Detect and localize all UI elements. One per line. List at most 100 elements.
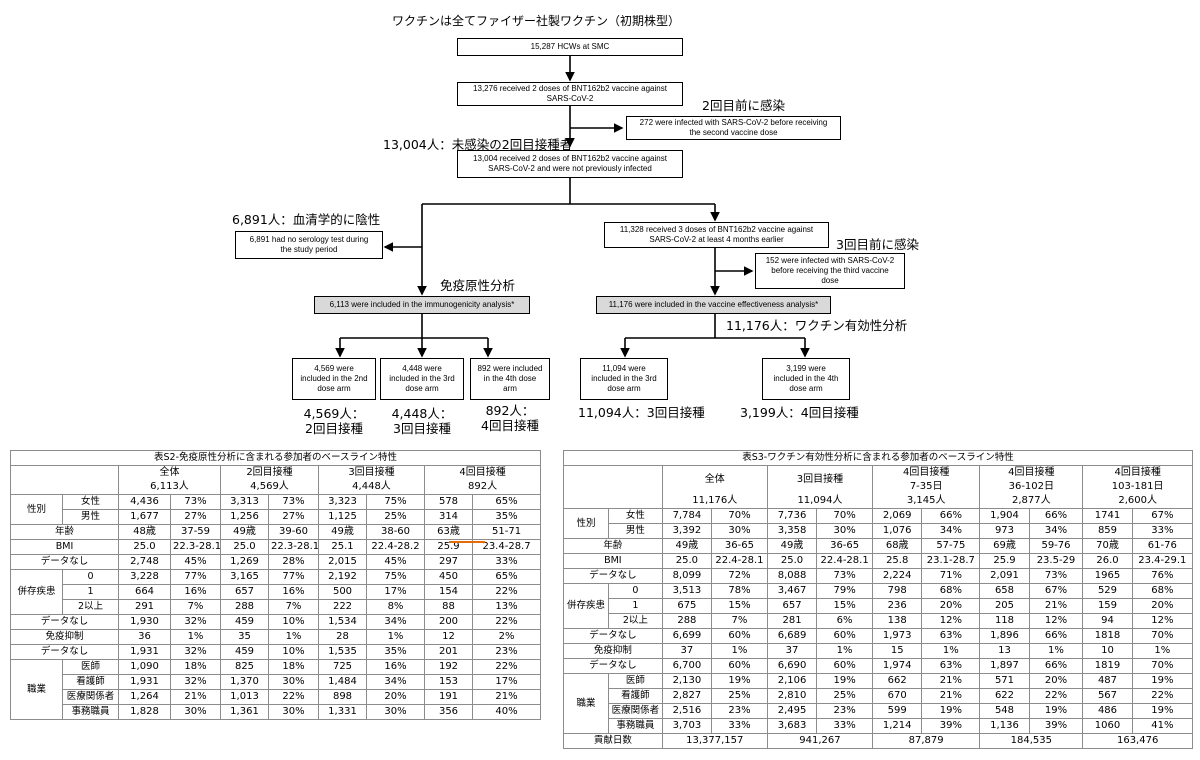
value-cell: 21%	[471, 689, 542, 705]
value-cell: 25.1	[318, 539, 367, 555]
value-cell: 657	[220, 584, 269, 600]
value-cell: 154	[424, 584, 473, 600]
value-cell: 41%	[1131, 718, 1194, 734]
value-cell: 1,828	[118, 704, 171, 720]
value-cell: 1818	[1082, 628, 1133, 644]
value-cell: 1,973	[872, 628, 923, 644]
value-cell: 36-65	[816, 538, 874, 554]
value-cell: 17%	[366, 584, 425, 600]
value-cell: 25%	[366, 509, 425, 525]
row-label: データなし	[563, 628, 663, 644]
value-cell: 70歳	[1082, 538, 1133, 554]
value-cell: 22%	[268, 689, 319, 705]
value-cell: 37	[661, 643, 713, 659]
group-count: 2,877人	[979, 494, 1084, 509]
value-cell: 159	[1082, 598, 1133, 614]
value-cell: 28%	[268, 554, 319, 570]
footer-value: 13,377,157	[661, 733, 768, 749]
value-cell: 12%	[1028, 613, 1084, 629]
row-sublabel: 事務職員	[62, 704, 119, 720]
box-immunogenicity-analysis: 6,113 were included in the immunogenicit…	[314, 296, 530, 314]
value-cell: 12%	[921, 613, 981, 629]
value-cell: 70%	[1131, 658, 1194, 674]
value-cell: 288	[661, 613, 713, 629]
value-cell: 16%	[268, 584, 319, 600]
value-cell: 973	[979, 523, 1030, 539]
value-cell: 1,930	[118, 614, 171, 630]
value-cell: 32%	[170, 644, 221, 660]
highlight-underline-63-years	[449, 541, 485, 543]
row-sublabel: 0	[608, 583, 663, 599]
value-cell: 68歳	[872, 538, 923, 554]
value-cell: 19%	[1028, 703, 1084, 719]
value-cell: 1%	[816, 643, 874, 659]
value-cell: 1%	[1028, 643, 1084, 659]
value-cell: 21%	[921, 688, 981, 704]
value-cell: 236	[872, 598, 923, 614]
value-cell: 23.5-29	[1028, 553, 1084, 569]
value-cell: 3,467	[766, 583, 818, 599]
value-cell: 10%	[268, 644, 319, 660]
value-cell: 66%	[1028, 628, 1084, 644]
footer-value: 87,879	[872, 733, 981, 749]
value-cell: 898	[318, 689, 367, 705]
value-cell: 1,090	[118, 659, 171, 675]
group-header: 4回目接種	[1082, 465, 1193, 480]
row-label: データなし	[563, 658, 663, 674]
value-cell: 61-76	[1131, 538, 1194, 554]
value-cell: 22%	[471, 584, 542, 600]
value-cell: 578	[424, 494, 473, 510]
value-cell: 2,495	[766, 703, 818, 719]
group-header: 4回目接種	[872, 465, 981, 480]
value-cell: 2,827	[661, 688, 713, 704]
value-cell: 22.4-28.2	[366, 539, 425, 555]
value-cell: 1,677	[118, 509, 171, 525]
value-cell: 63%	[921, 628, 981, 644]
footer-value: 163,476	[1082, 733, 1193, 749]
value-cell: 23%	[711, 703, 768, 719]
group-count: 3,145人	[872, 494, 981, 509]
value-cell: 2,106	[766, 673, 818, 689]
value-cell: 38-60	[366, 524, 425, 540]
value-cell: 88	[424, 599, 473, 615]
value-cell: 70%	[816, 508, 874, 524]
value-cell: 15%	[816, 598, 874, 614]
value-cell: 22.4-28.1	[711, 553, 768, 569]
value-cell: 34%	[366, 614, 425, 630]
value-cell: 19%	[1131, 703, 1194, 719]
value-cell: 65%	[471, 569, 542, 585]
box-two-doses: 13,276 received 2 doses of BNT162b2 vacc…	[457, 82, 683, 106]
row-sublabel: 2以上	[608, 613, 663, 629]
value-cell: 25.9	[979, 553, 1030, 569]
value-cell: 200	[424, 614, 473, 630]
row-sublabel: 医師	[608, 673, 663, 689]
value-cell: 529	[1082, 583, 1133, 599]
value-cell: 30%	[366, 704, 425, 720]
value-cell: 1,370	[220, 674, 269, 690]
table-title: 表S2-免疫原性分析に含まれる参加者のベースライン特性	[9, 450, 542, 466]
value-cell: 1741	[1082, 508, 1133, 524]
value-cell: 37	[766, 643, 818, 659]
value-cell: 725	[318, 659, 367, 675]
row-label: BMI	[10, 539, 119, 555]
value-cell: 314	[424, 509, 473, 525]
value-cell: 21%	[921, 673, 981, 689]
value-cell: 69歳	[979, 538, 1030, 554]
value-cell: 27%	[268, 509, 319, 525]
group-count: 6,113人	[118, 480, 221, 495]
value-cell: 1%	[366, 629, 425, 645]
value-cell: 19%	[1131, 673, 1194, 689]
value-cell: 291	[118, 599, 171, 615]
value-cell: 67%	[1028, 583, 1084, 599]
value-cell: 57-75	[921, 538, 981, 554]
value-cell: 66%	[1028, 658, 1084, 674]
value-cell: 25.0	[661, 553, 713, 569]
box-arm-3rd-dose-ve: 11,094 were included in the 3rd dose arm	[580, 358, 668, 400]
table-title: 表S3-ワクチン有効性分析に含まれる参加者のベースライン特性	[563, 450, 1193, 466]
value-cell: 12%	[1131, 613, 1194, 629]
